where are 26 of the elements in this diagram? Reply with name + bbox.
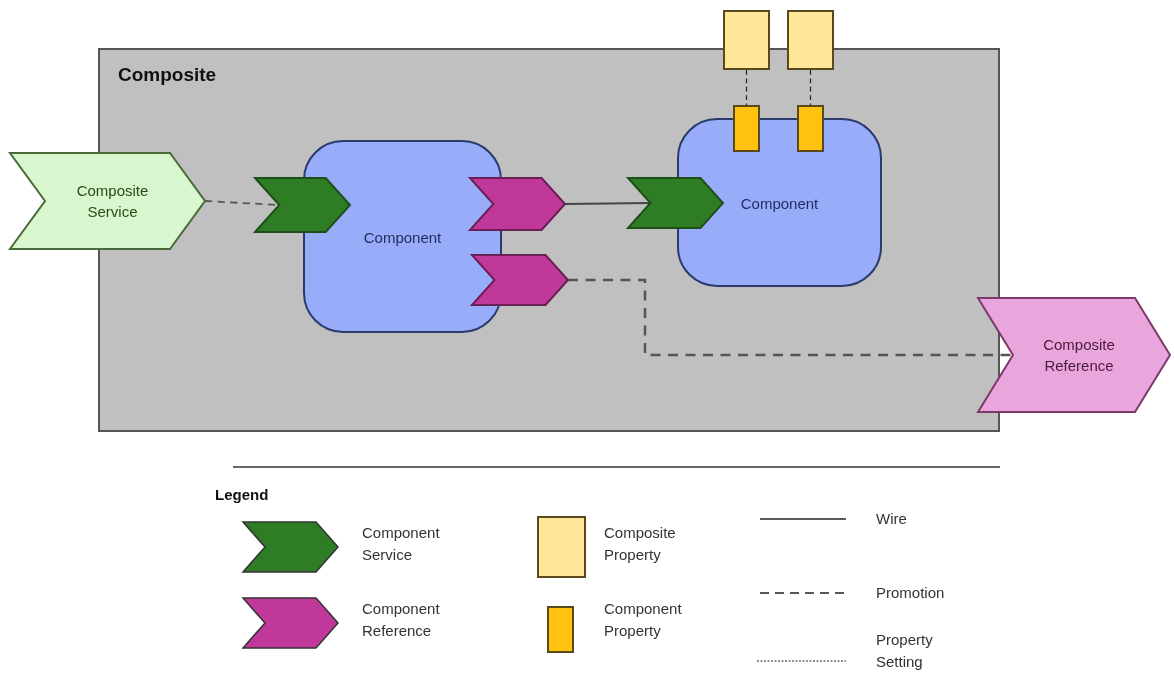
node-label: Component: [739, 193, 820, 213]
legend-text: Component Property: [604, 599, 683, 641]
reference-port: [472, 255, 568, 305]
service-port: [255, 178, 350, 232]
node-label: Composite Service: [75, 181, 150, 222]
composite-title: Composite: [118, 64, 217, 86]
composite-property-box: [787, 10, 834, 70]
connector-line: [809, 69, 812, 106]
legend-text: Component Reference: [362, 599, 441, 641]
reference-port: [470, 178, 565, 230]
legend-text: Promotion: [876, 583, 945, 603]
service-port: [628, 178, 723, 228]
legend-text: Wire: [876, 509, 907, 529]
node-label: Component: [362, 227, 443, 247]
composite-service-chevron: [10, 153, 205, 249]
connector-line: [745, 69, 748, 106]
composite-property-box: [723, 10, 770, 70]
component-property-box: [733, 105, 760, 152]
composite-reference-chevron: [978, 298, 1170, 412]
legend-heading: Legend: [215, 485, 269, 505]
node-label: Composite Reference: [1042, 335, 1116, 376]
component-property-box: [797, 105, 824, 152]
legend-text: Property Setting: [876, 630, 934, 672]
legend-text: Component Service: [362, 523, 441, 565]
connector-line: [564, 202, 652, 205]
legend-text: Composite Property: [604, 523, 677, 565]
